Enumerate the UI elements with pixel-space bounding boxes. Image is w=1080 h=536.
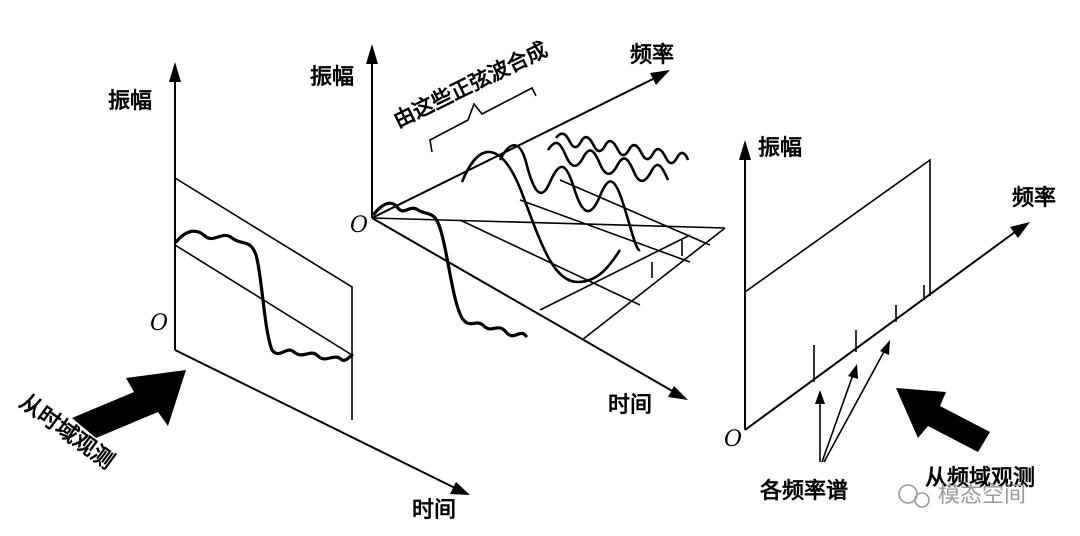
right-frequency-label: 频率 bbox=[1012, 185, 1056, 211]
middle-grid-line-3 bbox=[559, 179, 711, 246]
middle-sine-1 bbox=[460, 150, 622, 284]
left-plane-frame bbox=[174, 177, 353, 420]
middle-sine-3 bbox=[498, 143, 642, 252]
spectrum-pointer-3-head bbox=[880, 340, 890, 355]
right-observe-label: 从频域观测 bbox=[925, 465, 1035, 491]
left-time-label: 时间 bbox=[412, 498, 456, 523]
frequency-domain-observe-arrow bbox=[896, 388, 990, 452]
spectrum-pointer-2-head bbox=[848, 364, 858, 379]
middle-time-axis bbox=[371, 217, 675, 393]
right-panel: 振幅 O 频率 各频率谱 从频域观测 bbox=[724, 136, 1056, 504]
left-time-axis bbox=[174, 349, 456, 489]
spectrum-pointer-2 bbox=[821, 371, 855, 463]
watermark: 模态空间 bbox=[898, 483, 1026, 508]
left-time-arrow bbox=[450, 482, 470, 495]
middle-frequency-axis bbox=[371, 77, 656, 219]
right-frequency-axis bbox=[744, 231, 1016, 431]
synthesis-label: 由这些正弦波合成 bbox=[390, 37, 552, 132]
middle-amplitude-arrow bbox=[366, 44, 378, 64]
wechat-icon-bubble bbox=[914, 492, 930, 508]
middle-sine-7 bbox=[554, 132, 690, 165]
middle-front-edge bbox=[581, 227, 726, 341]
middle-back-edge bbox=[371, 217, 726, 229]
right-plane-frame bbox=[744, 158, 931, 296]
middle-time-arrow bbox=[668, 386, 688, 400]
time-domain-observe-arrow bbox=[72, 370, 186, 438]
middle-frequency-label: 频率 bbox=[630, 42, 674, 68]
middle-amplitude-label: 振幅 bbox=[310, 65, 354, 90]
middle-composite-wave bbox=[372, 201, 528, 338]
spectrum-pointer-1-head bbox=[815, 390, 825, 404]
middle-time-label: 时间 bbox=[608, 393, 652, 418]
middle-sine-5 bbox=[546, 141, 670, 183]
right-frequency-arrow bbox=[1010, 222, 1030, 238]
wechat-icon bbox=[898, 484, 918, 504]
middle-grid-line-4 bbox=[539, 234, 691, 311]
right-origin-label: O bbox=[724, 427, 742, 452]
left-amplitude-label: 振幅 bbox=[108, 89, 152, 114]
watermark-text: 模态空间 bbox=[938, 483, 1026, 508]
middle-grid-line-2 bbox=[519, 199, 691, 263]
right-amplitude-label: 振幅 bbox=[758, 136, 802, 161]
left-amplitude-arrow bbox=[169, 62, 181, 82]
middle-frequency-arrow bbox=[650, 70, 670, 85]
middle-panel: 振幅 O 频率 时间 由这些正弦波合成 bbox=[310, 37, 726, 418]
synthesis-brace bbox=[429, 86, 537, 153]
right-amplitude-arrow bbox=[739, 140, 751, 160]
spectrum-pointer-3 bbox=[823, 347, 887, 463]
left-composite-wave bbox=[174, 229, 354, 362]
spectrum-label: 各频率谱 bbox=[759, 478, 848, 504]
middle-origin-label: O bbox=[350, 213, 368, 238]
left-origin-label: O bbox=[150, 311, 168, 336]
